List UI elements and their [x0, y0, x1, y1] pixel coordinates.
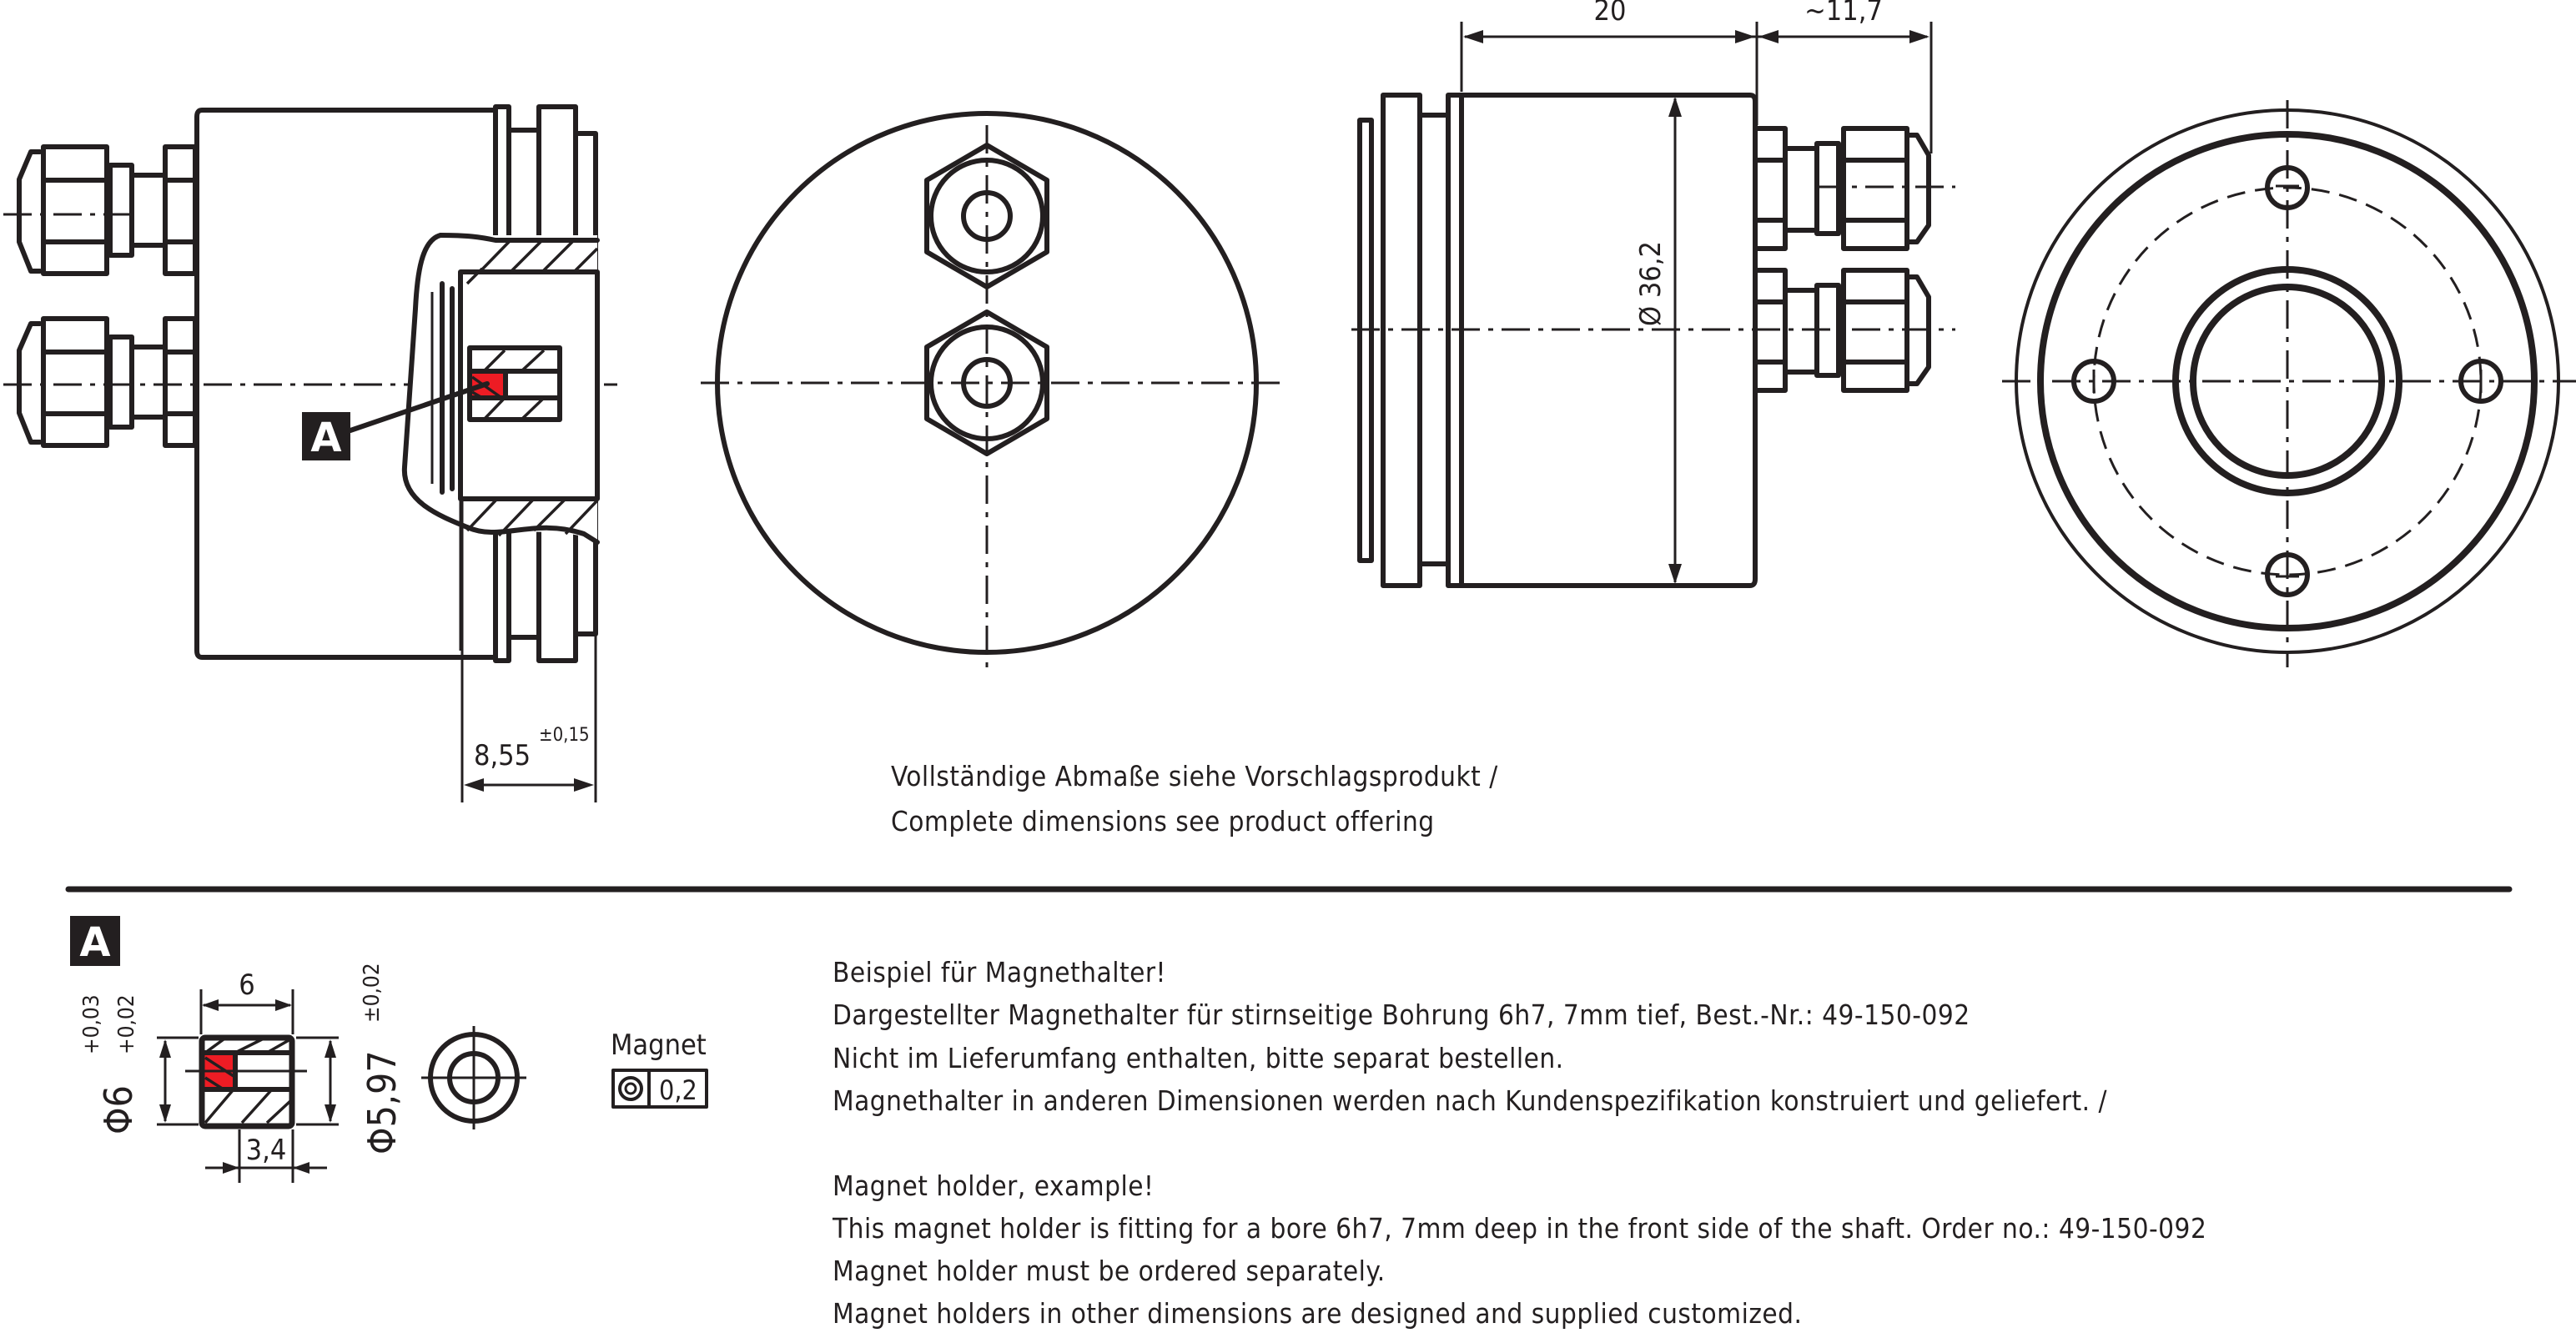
detail-a-width: 6	[239, 968, 254, 1002]
gland-nut-top	[924, 143, 1049, 289]
cable-gland-bottom	[17, 316, 198, 448]
cable-gland-right-top	[1753, 126, 1931, 251]
detail-a-end-view	[421, 1026, 526, 1129]
gland-nut-bottom	[924, 309, 1049, 456]
concentricity-tolerance-frame: 0,2	[611, 1069, 708, 1109]
note-en-line: Magnet holders in other dimensions are d…	[833, 1297, 1802, 1330]
note-en-line: Magnet holder must be ordered separately…	[833, 1255, 1386, 1287]
front-flange-view	[2002, 100, 2576, 667]
detail-a-marker: A	[79, 919, 110, 966]
note-de-line: Nicht im Lieferumfang enthalten, bitte s…	[833, 1042, 1564, 1074]
detail-a-inner-tol: ±0,02	[360, 963, 385, 1023]
detail-a: A 6 3,4	[70, 916, 708, 1183]
dimension-diameter: Ø 36,2	[1634, 97, 1682, 584]
notes-english: Magnet holder, example! This magnet hold…	[832, 1169, 2206, 1330]
dimension-gland: ~11,7	[1804, 0, 1883, 28]
detail-a-inner-diameter: Φ5,97	[360, 1050, 405, 1154]
dimension-diameter-label: Ø 36,2	[1634, 241, 1668, 326]
side-section-view: A 8,55 ±0,15	[3, 104, 617, 802]
magnet-label: Magnet	[611, 1029, 707, 1062]
dimension-8-55: 8,55 ±0,15	[460, 500, 597, 802]
cutaway-section	[401, 233, 600, 651]
note-en-line: Magnet holder, example!	[833, 1169, 1154, 1202]
detail-marker-a: A	[310, 415, 341, 461]
note-complete-dimensions-en: Complete dimensions see product offering	[891, 805, 1435, 838]
side-view-right: 20 ~11,7 Ø 36,2	[1351, 0, 1955, 588]
dimension-20: 20 ~11,7	[1460, 0, 1933, 153]
detail-marker-a-box	[302, 412, 350, 460]
dimension-value: 8,55	[474, 739, 531, 772]
notes-german: Beispiel für Magnethalter! Dargestellter…	[833, 956, 2107, 1117]
tolerance-value: 0,2	[659, 1074, 697, 1106]
dimension-tolerance: ±0,15	[539, 725, 590, 746]
note-de-line: Magnethalter in anderen Dimensionen werd…	[833, 1084, 2107, 1117]
concentricity-icon	[618, 1076, 643, 1101]
magnet-holder-in-shaft	[467, 345, 562, 422]
detail-a-outer-tol-upper: +0,03	[79, 994, 104, 1054]
note-de-line: Beispiel für Magnethalter!	[833, 956, 1166, 988]
rear-view	[701, 111, 1285, 676]
cable-gland-top	[17, 144, 198, 276]
detail-a-depth: 3,4	[246, 1134, 287, 1167]
detail-a-outer-tol-lower: +0,02	[114, 994, 139, 1054]
note-en-line: This magnet holder is fitting for a bore…	[832, 1212, 2206, 1245]
detail-a-outer-diameter: Φ6	[96, 1085, 141, 1134]
note-de-line: Dargestellter Magnethalter für stirnseit…	[833, 998, 1970, 1031]
dimension-length: 20	[1594, 0, 1627, 28]
detail-a-part-section	[185, 1034, 307, 1129]
note-complete-dimensions-de: Vollständige Abmaße siehe Vorschlagsprod…	[891, 760, 1498, 792]
